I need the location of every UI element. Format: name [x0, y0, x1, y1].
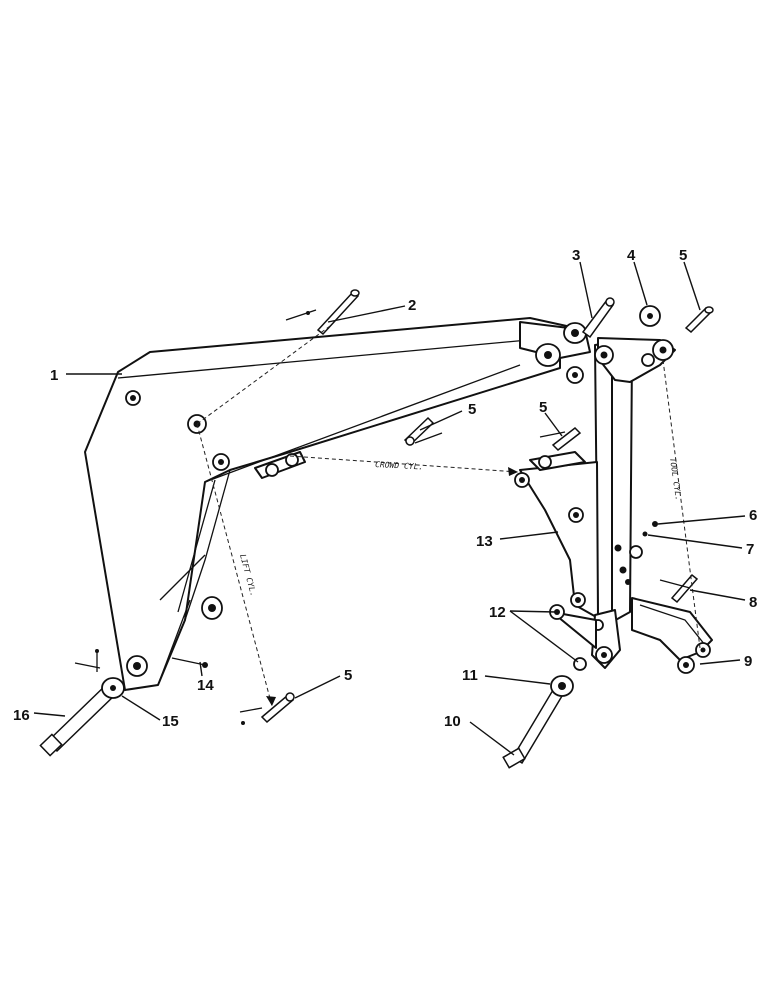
boom-assembly — [84, 317, 591, 691]
pin-10 — [502, 688, 564, 769]
callout-labels: 1 2 3 4 5 5 5 5 6 7 8 9 10 11 12 13 14 1… — [13, 247, 757, 730]
callout-5-bottom: 5 — [344, 667, 352, 684]
callout-16: 16 — [13, 707, 30, 724]
crowd-cyl-note: CROWD CYL. — [375, 460, 424, 472]
callout-15: 15 — [162, 713, 179, 730]
callout-9: 9 — [744, 653, 752, 670]
callout-5-right: 5 — [539, 399, 547, 416]
callout-7: 7 — [746, 541, 754, 558]
cylinder-centerlines — [196, 325, 701, 707]
leader-lines — [33, 261, 746, 756]
lift-cyl-note: LIFT CYL. — [238, 553, 258, 597]
callout-4: 4 — [627, 247, 636, 264]
bushing-4 — [639, 305, 661, 327]
pin-8 — [659, 573, 699, 604]
callout-2: 2 — [408, 297, 416, 314]
tool-cyl-note: TOOL CYL. — [668, 457, 683, 501]
crowd-cyl-line — [289, 455, 519, 473]
hardware — [39, 289, 714, 769]
bushing-11 — [550, 675, 574, 697]
callout-6: 6 — [749, 507, 757, 524]
pin-2 — [285, 289, 360, 336]
callout-5-mid: 5 — [468, 401, 476, 418]
callout-11: 11 — [462, 667, 478, 684]
tool-cyl-line — [662, 359, 701, 649]
pin-3 — [581, 297, 615, 339]
callout-12: 12 — [489, 604, 506, 621]
pin-5-right — [539, 427, 582, 451]
callout-10: 10 — [444, 713, 461, 730]
callout-1: 1 — [50, 367, 58, 384]
pin-5-bottom — [239, 692, 295, 725]
pin-16 — [39, 649, 125, 757]
pin-5-mid — [403, 416, 443, 447]
callout-14: 14 — [197, 677, 214, 694]
callout-3: 3 — [572, 247, 580, 264]
callout-13: 13 — [476, 533, 493, 550]
dipper-stick — [514, 337, 713, 674]
pin-5-top — [684, 306, 714, 334]
callout-8: 8 — [749, 594, 757, 611]
callout-5-top: 5 — [679, 247, 687, 264]
